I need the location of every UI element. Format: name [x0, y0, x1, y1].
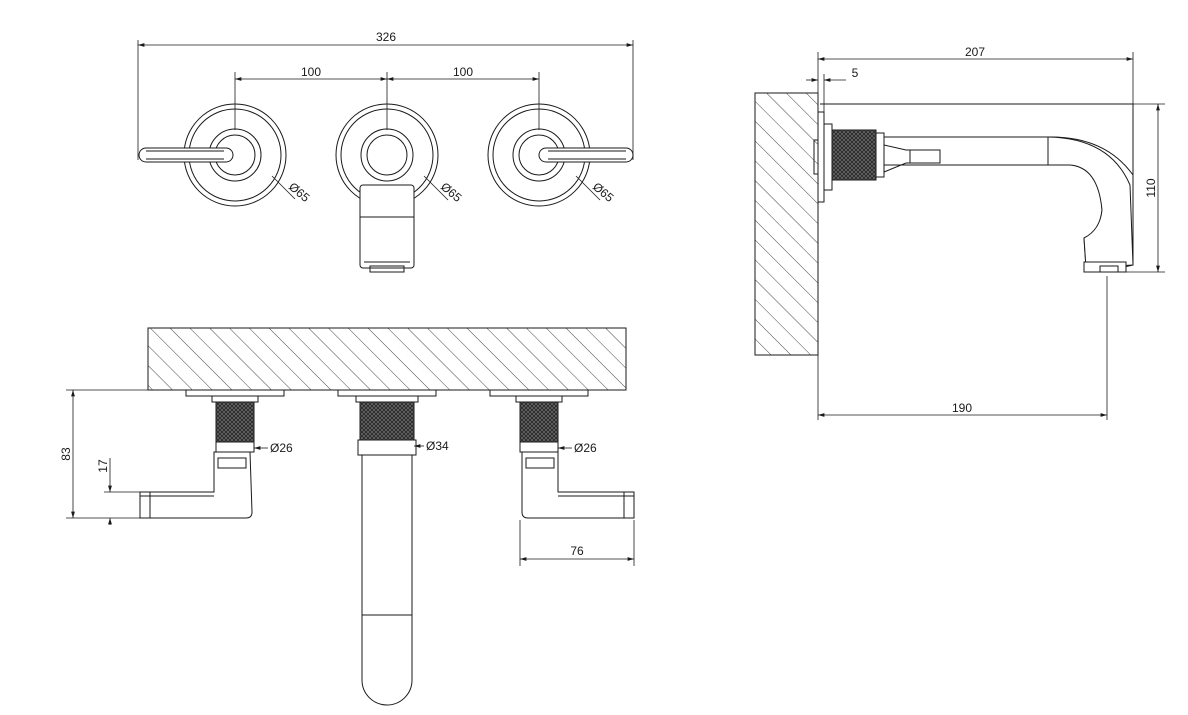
overall-width-label: 326 — [376, 30, 396, 44]
left-diameter-label: Ø26 — [270, 441, 293, 455]
spout-diameter-label: Ø34 — [426, 439, 449, 453]
spout-height-label: 110 — [1144, 178, 1158, 197]
spout-plate-diameter-label: Ø65 — [438, 180, 465, 206]
left-handle-front: Ø65 — [138, 103, 313, 207]
spout-side — [820, 103, 1134, 273]
top-view: Ø26 Ø34 Ø26 83 17 76 — [59, 327, 635, 706]
right-handle-top — [489, 389, 635, 519]
leader-line — [271, 175, 296, 200]
wall-hatch — [147, 327, 627, 391]
front-view: 326 100 100 Ø65 — [137, 30, 634, 273]
right-spacing-label: 100 — [453, 65, 473, 79]
left-spacing-label: 100 — [301, 65, 321, 79]
side-view: 207 5 110 190 — [754, 45, 1165, 420]
wall-hatch — [754, 92, 819, 356]
left-handle-top — [139, 389, 285, 519]
plate-thickness-label: 5 — [852, 66, 859, 80]
leader-line — [575, 175, 601, 201]
right-diameter-label: Ø26 — [574, 441, 597, 455]
right-handle-diameter-label: Ø65 — [590, 180, 617, 206]
right-handle-front: Ø65 — [487, 103, 634, 207]
projection-height-label: 83 — [59, 447, 73, 461]
lever-length-label: 76 — [570, 544, 584, 558]
lever-height-label: 17 — [96, 459, 110, 473]
spout-top — [337, 389, 437, 706]
total-depth-label: 207 — [965, 45, 985, 59]
spout-front: Ø65 — [335, 103, 465, 273]
wall-plate — [817, 111, 825, 203]
leader-line — [423, 175, 449, 201]
left-handle-diameter-label: Ø65 — [286, 180, 313, 206]
spout-reach-label: 190 — [952, 401, 972, 415]
